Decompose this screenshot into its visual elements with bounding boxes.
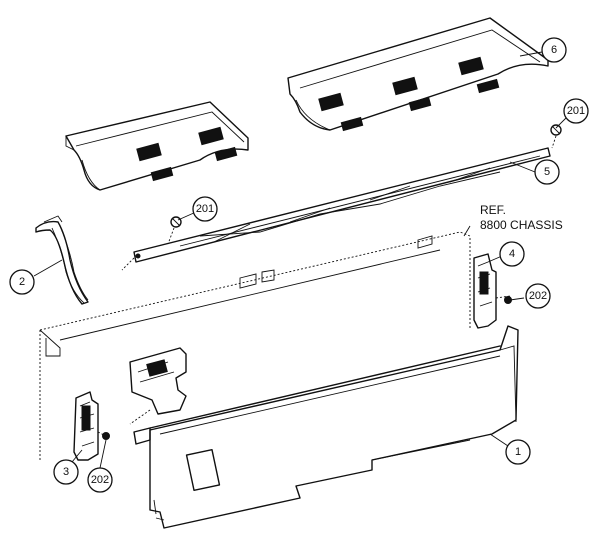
ref-label-line2: 8800 CHASSIS: [480, 218, 563, 232]
part-5-rail: [121, 147, 551, 271]
callout-202-right: 202: [525, 283, 551, 309]
part-4-bracket: [473, 253, 511, 329]
callout-2-label: 2: [19, 276, 25, 288]
screw-201-right: [550, 124, 562, 149]
callout-5: 5: [534, 159, 560, 185]
part-1-bracket: [133, 325, 519, 529]
part-2-ribbon: [35, 215, 89, 305]
callout-1: 1: [505, 439, 531, 465]
callout-201-left-label: 201: [196, 203, 214, 215]
ref-chassis-panel: [39, 231, 471, 460]
callout-1-label: 1: [515, 446, 521, 458]
callout-2: 2: [9, 269, 35, 295]
callout-202-right-label: 202: [529, 290, 547, 302]
leader-lines: [33, 51, 567, 469]
part-3-bracket: [73, 391, 107, 461]
screw-201-left: [167, 216, 182, 245]
callout-6: 6: [541, 37, 567, 63]
small-cover: [65, 101, 249, 191]
callout-6-label: 6: [551, 44, 557, 56]
ref-label-line1: REF.: [480, 203, 506, 217]
callout-202-left: 202: [87, 467, 113, 493]
callout-201-right-label: 201: [567, 105, 585, 117]
ref-chassis-label: REF. 8800 CHASSIS: [480, 203, 563, 232]
callout-202-left-label: 202: [91, 474, 109, 486]
callout-4-label: 4: [509, 248, 515, 260]
mid-bracket-assembly: [129, 347, 187, 425]
callout-4: 4: [499, 241, 525, 267]
screw-202-left: [102, 432, 110, 440]
callout-3: 3: [53, 459, 79, 485]
callout-201-left: 201: [192, 196, 218, 222]
part-6-cover: [287, 17, 549, 132]
callout-5-label: 5: [544, 166, 550, 178]
callout-3-label: 3: [63, 466, 69, 478]
callout-201-right: 201: [563, 98, 589, 124]
